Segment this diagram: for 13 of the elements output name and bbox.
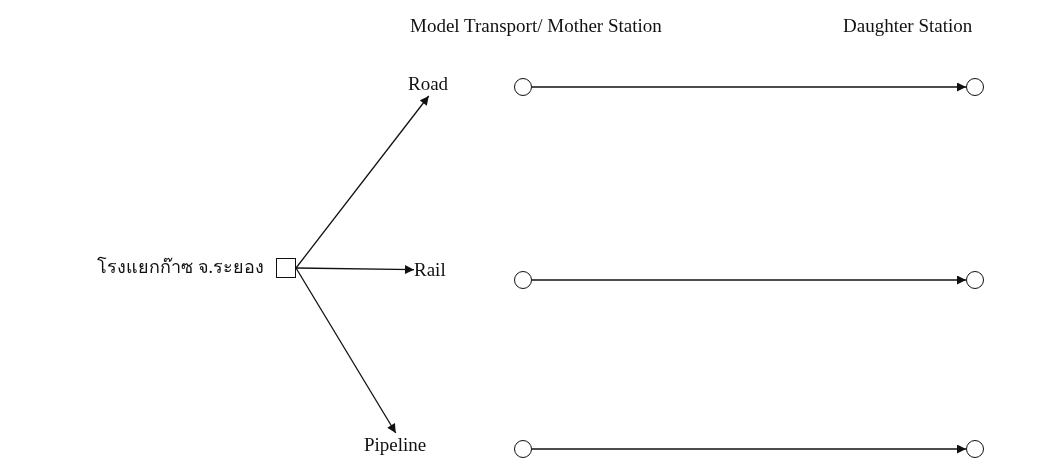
arrow — [531, 275, 967, 285]
column-heading: Model Transport/ Mother Station — [410, 14, 662, 38]
column-heading: Daughter Station — [843, 14, 973, 38]
arrow — [531, 444, 967, 454]
transport-mode-label: Rail — [414, 258, 464, 282]
plant-label: โรงแยกก๊าซ จ.ระยอง — [97, 255, 264, 279]
transport-mode-label: Road — [408, 72, 468, 96]
arrow — [531, 82, 967, 92]
arrow — [295, 267, 397, 434]
transport-mode-label: Pipeline — [364, 433, 442, 457]
source-square — [276, 258, 296, 278]
arrow — [295, 265, 415, 274]
arrow — [295, 95, 430, 269]
